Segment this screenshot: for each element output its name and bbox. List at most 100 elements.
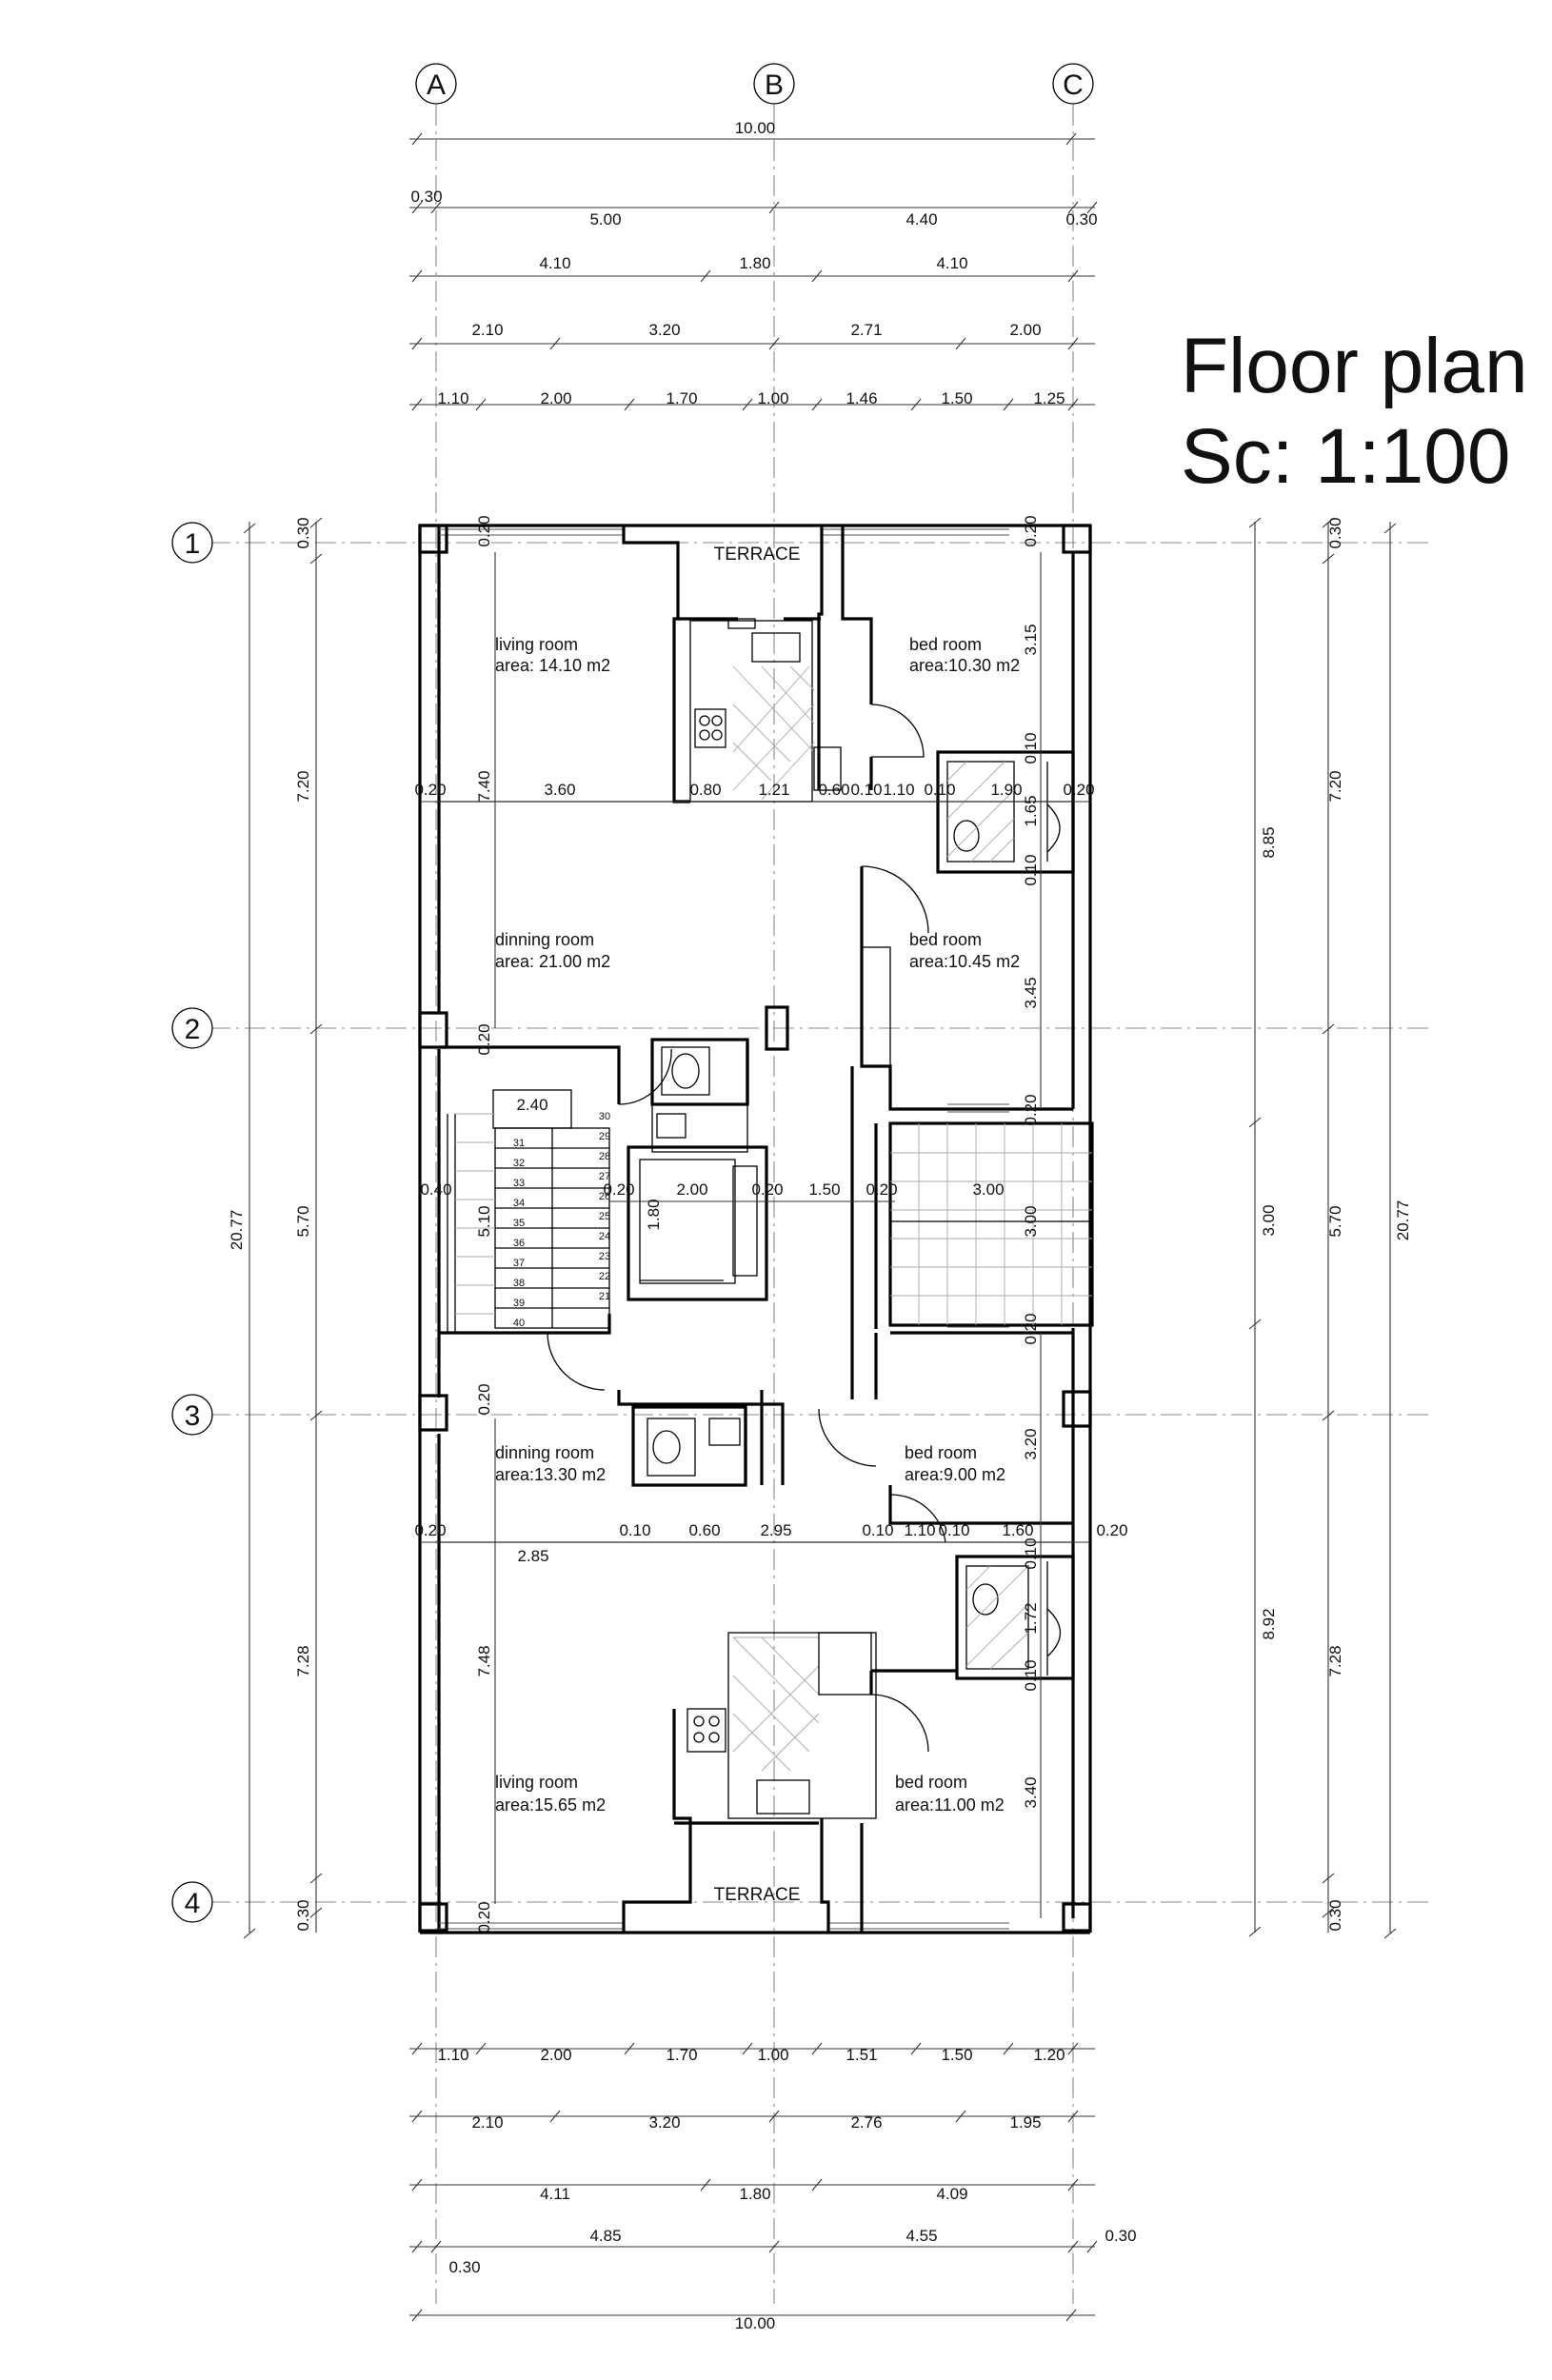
int-top-10: 0.20 [1063, 781, 1094, 799]
top-dim-5-c: 1.70 [666, 389, 697, 407]
int-lw-4: 0.20 [475, 1901, 493, 1933]
bottom-dim-1-a: 1.10 [437, 2046, 468, 2064]
dining-bottom-area: area:13.30 m2 [495, 1465, 606, 1484]
right-dim-inner-3: 8.92 [1260, 1608, 1278, 1639]
bottom-dim-total: 10.00 [735, 2314, 776, 2332]
stair-num-21: 21 [599, 1291, 610, 1302]
stair-num-35: 35 [513, 1218, 525, 1229]
top-dim-5-a: 1.10 [437, 389, 468, 407]
top-dim-4-a: 2.10 [471, 321, 503, 339]
int-top-7: 1.10 [883, 781, 914, 799]
stair-num-26: 26 [599, 1191, 610, 1202]
int-mr-1: 0.20 [1022, 1313, 1040, 1344]
plan-title: Floor plan Sc: 1:100 [1181, 323, 1528, 500]
room-labels: TERRACE living room area: 14.10 m2 bed r… [495, 545, 1020, 1905]
int-top-vertical: 7.40 [475, 770, 493, 802]
int-bot-vertical: 7.48 [475, 1645, 493, 1676]
int-stair-5: 2.00 [676, 1180, 707, 1199]
grid-label-3: 3 [185, 1400, 201, 1432]
bed-bottom-area: area:11.00 m2 [895, 1795, 1005, 1815]
bottom-dim-1-f: 1.50 [941, 2046, 972, 2064]
bottom-dim-1-c: 1.70 [666, 2046, 697, 2064]
int-bot-9: 1.60 [1002, 1521, 1033, 1539]
dining-top-area: area: 21.00 m2 [495, 952, 610, 971]
int-mr-4: 1.72 [1022, 1602, 1040, 1634]
bottom-dim-4-a: 0.30 [448, 2258, 480, 2276]
int-bot-3: 0.10 [619, 1521, 650, 1539]
left-dim-2: 7.20 [294, 770, 312, 802]
top-dim-3-c: 4.10 [936, 254, 967, 272]
bottom-dim-1-g: 1.20 [1033, 2046, 1065, 2064]
grid-label-2: 2 [185, 1014, 201, 1045]
title-line-1: Floor plan [1181, 323, 1528, 409]
int-stair-1: 2.40 [516, 1096, 547, 1114]
exterior-walls [418, 524, 1092, 1934]
int-tr-1: 0.20 [1022, 515, 1040, 546]
bottom-dim-2-d: 1.95 [1009, 2113, 1041, 2132]
int-stair-2: 0.40 [420, 1180, 451, 1199]
terrace-top-label: TERRACE [714, 545, 801, 565]
int-mr-2: 3.20 [1022, 1428, 1040, 1459]
living-bottom-name: living room [495, 1773, 578, 1792]
top-dimension-chains: 10.00 0.30 5.00 4.40 0.30 4.10 1.80 4.10… [409, 119, 1098, 411]
int-tr-5: 0.10 [1022, 854, 1040, 885]
stair-num-31: 31 [513, 1138, 525, 1149]
int-mr-6: 3.40 [1022, 1776, 1040, 1808]
living-top-name: living room [495, 635, 578, 654]
int-tr-3: 0.10 [1022, 732, 1040, 764]
int-tr-7: 0.20 [1022, 1094, 1040, 1125]
bottom-dim-4-c: 4.55 [905, 2227, 937, 2245]
bottom-dim-1-d: 1.00 [757, 2046, 788, 2064]
title-line-2: Sc: 1:100 [1181, 413, 1510, 500]
int-mr-5: 0.10 [1022, 1659, 1040, 1691]
stair-num-37: 37 [513, 1258, 525, 1269]
right-dim-total: 20.77 [1394, 1200, 1412, 1241]
dining-top-name: dinning room [495, 930, 594, 949]
int-bot-2: 2.85 [517, 1547, 548, 1565]
bed-mid-area: area:10.45 m2 [909, 952, 1020, 971]
int-lw-3: 0.20 [475, 1383, 493, 1415]
int-mr-3: 0.10 [1022, 1537, 1040, 1569]
interior-dimensions: 0.20 3.60 0.80 1.21 0.60 0.10 1.10 0.10 … [414, 515, 1127, 1933]
int-top-1: 0.20 [414, 781, 446, 799]
left-dim-5: 0.30 [294, 1899, 312, 1931]
top-dim-5-d: 1.00 [757, 389, 788, 407]
int-stair-6: 0.20 [751, 1180, 783, 1199]
right-dim-mid-1: 0.30 [1326, 517, 1344, 548]
bottom-dim-2-a: 2.10 [471, 2113, 503, 2132]
int-bot-6: 0.10 [862, 1521, 893, 1539]
left-dimension-chains: 20.77 0.30 7.20 5.70 7.28 0.30 [228, 517, 323, 1939]
right-dim-mid-4: 7.28 [1326, 1645, 1344, 1676]
bed-bottom-name: bed room [895, 1773, 967, 1792]
int-top-2: 3.60 [544, 781, 575, 799]
top-dim-4-d: 2.00 [1009, 321, 1041, 339]
bottom-dim-1-b: 2.00 [540, 2046, 571, 2064]
bed-mid-low-name: bed room [905, 1443, 977, 1462]
right-dim-mid-3: 5.70 [1326, 1205, 1344, 1237]
stair-num-39: 39 [513, 1298, 525, 1309]
top-dim-5-g: 1.25 [1033, 389, 1065, 407]
top-dim-2-c: 4.40 [905, 210, 937, 228]
right-dim-mid-5: 0.30 [1326, 1899, 1344, 1931]
int-bot-5: 2.95 [760, 1521, 791, 1539]
int-top-8: 0.10 [924, 781, 955, 799]
grid-label-b: B [765, 69, 784, 101]
bottom-dim-3-a: 4.11 [540, 2185, 570, 2203]
stair-num-29: 29 [599, 1131, 610, 1142]
terrace-bottom-label: TERRACE [714, 1885, 801, 1905]
top-dim-2-b: 5.00 [589, 210, 621, 228]
int-stair-8: 0.20 [866, 1180, 897, 1199]
int-lw-2: 0.20 [475, 1023, 493, 1055]
top-dim-3-b: 1.80 [739, 254, 770, 272]
stair-num-32: 32 [513, 1158, 525, 1169]
bed-top-area: area:10.30 m2 [909, 656, 1020, 675]
stair-num-30: 30 [599, 1111, 610, 1122]
left-dim-total: 20.77 [228, 1210, 246, 1251]
int-bot-10: 0.20 [1096, 1521, 1127, 1539]
stair-num-33: 33 [513, 1178, 525, 1189]
staircase [447, 1089, 610, 1333]
int-tr-2: 3.15 [1022, 624, 1040, 655]
int-tr-6: 3.45 [1022, 977, 1040, 1008]
grid-label-c: C [1063, 69, 1084, 101]
